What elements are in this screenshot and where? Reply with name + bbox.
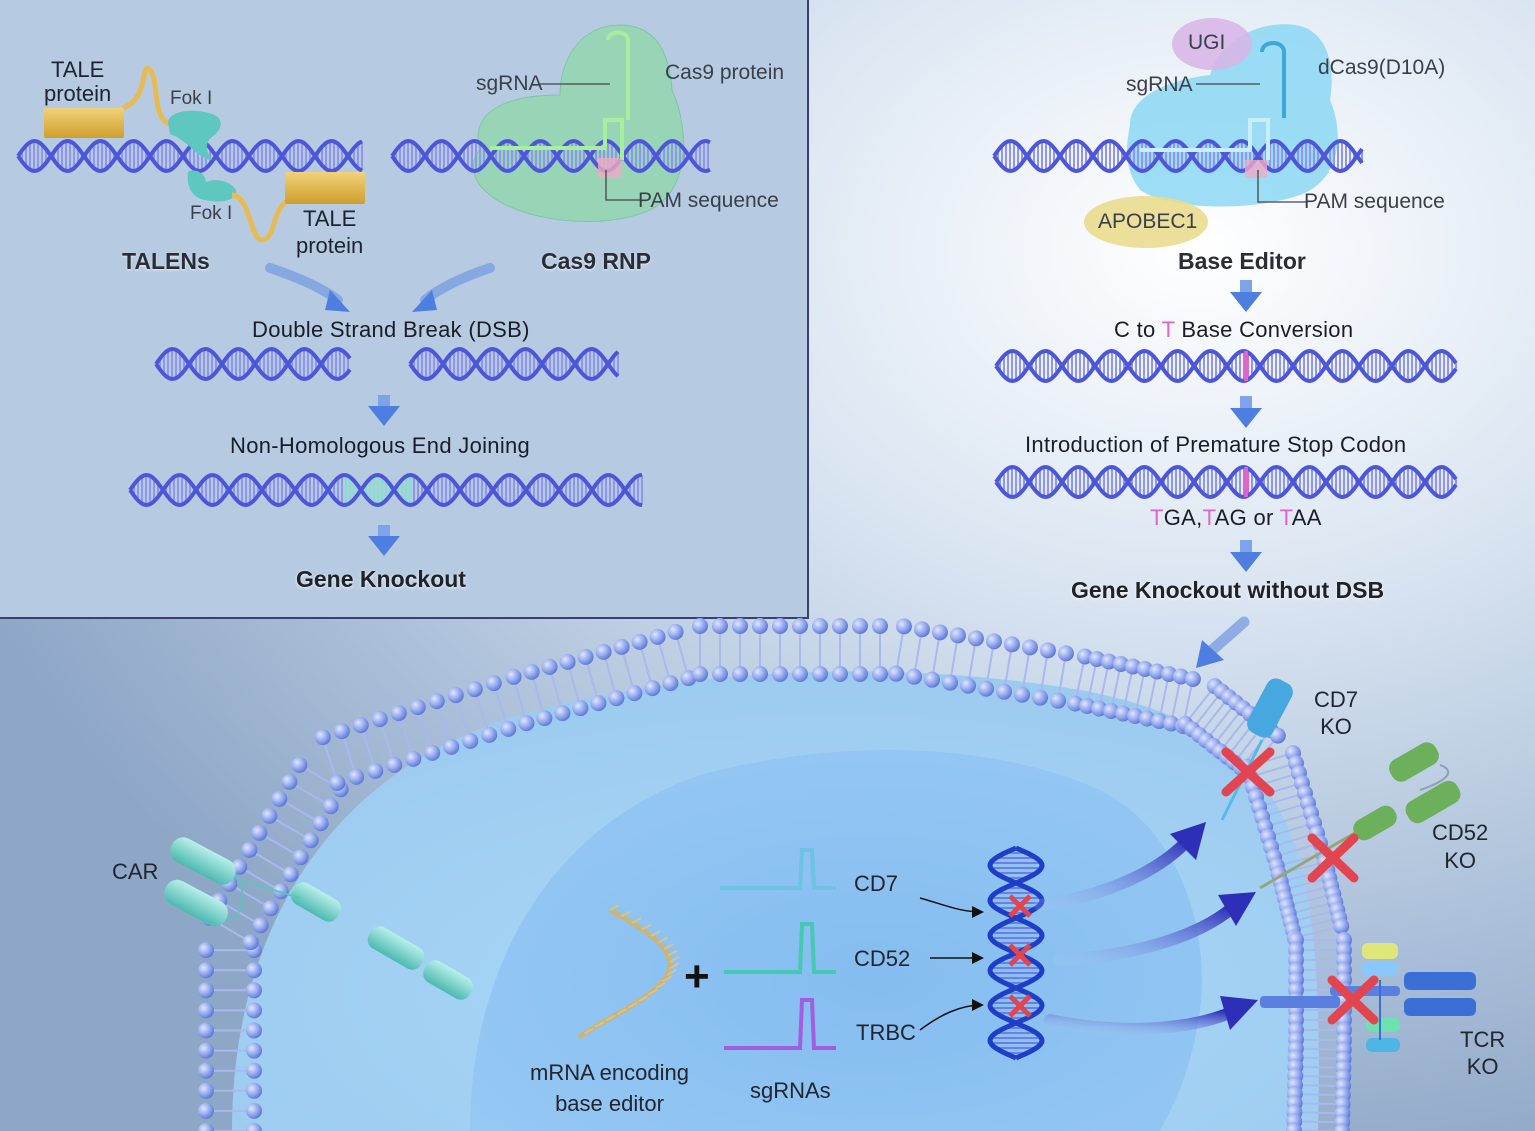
cas9-sgrna-strand [490, 30, 630, 178]
codon-2: AG or [1214, 505, 1280, 530]
cross-cd52 [1307, 833, 1359, 883]
arrow-dsb-to-nhej [368, 395, 400, 426]
mrna-label: mRNA encoding base editor [530, 1060, 689, 1116]
arrow-knockout-to-cell [1196, 616, 1250, 668]
tcr-complex [1260, 943, 1476, 1052]
arrow-cas9-to-dsb [412, 263, 495, 312]
dsb-label: Double Strand Break (DSB) [252, 317, 530, 342]
sgrna-cd7-label: CD7 [854, 871, 899, 896]
be-sgrna-strand [1140, 41, 1286, 178]
arrow-stop-to-knockout [1230, 540, 1262, 572]
sgrna-cd52 [724, 922, 836, 974]
stop-codon-label: Introduction of Premature Stop Codon [1025, 432, 1407, 457]
fok-protein-top [168, 110, 221, 160]
talens-title: TALENs [122, 248, 210, 274]
codon-t2: T [1202, 505, 1215, 530]
cell-membrane [198, 618, 1352, 1131]
cross-tcr [1327, 975, 1379, 1025]
cd52-receptor [1259, 742, 1461, 890]
base-editor-title: Base Editor [1178, 248, 1306, 274]
arrow-to-cd52 [1054, 892, 1256, 966]
be-pam-label: PAM sequence [1304, 190, 1445, 213]
sgrna-trbc-label: TRBC [856, 1020, 916, 1045]
cas9-pam-label: PAM sequence [638, 189, 779, 212]
arrow-nhej-to-knockout [368, 525, 400, 556]
nhej-label: Non-Homologous End Joining [230, 433, 531, 458]
cas9-rnp-title: Cas9 RNP [541, 248, 651, 274]
codon-1: GA, [1163, 505, 1203, 530]
conversion-t: T [1161, 317, 1175, 342]
tale-protein-label-top: TALE protein [44, 57, 112, 106]
codon-label: TGA,TAG or TAA [1150, 505, 1322, 531]
be-sgrna-label: sgRNA [1126, 73, 1193, 96]
car-label: CAR [112, 859, 159, 884]
genomic-dna [987, 845, 1045, 1061]
tale-protein-bottom [231, 172, 365, 243]
dsb-dna-left [154, 346, 352, 382]
sgrnas-label: sgRNAs [750, 1078, 831, 1103]
cas9-sgrna-label: sgRNA [476, 72, 543, 95]
tale-protein-top [44, 65, 176, 138]
nucleus [470, 749, 1202, 1131]
cas9-protein [472, 24, 685, 223]
cd52-ko-label: CD52 KO [1432, 820, 1489, 873]
car-receptor [164, 837, 473, 1000]
tale-protein-label-bottom: TALE protein [296, 206, 364, 258]
arrow-talen-to-dsb [265, 263, 350, 312]
conversion-label: C to T Base Conversion [1114, 317, 1353, 343]
arrow-to-tcr [1044, 996, 1258, 1035]
sgrna-trbc [724, 998, 836, 1050]
sgrna-cd7 [720, 848, 836, 890]
plus-sign: + [684, 952, 710, 1001]
pointer-cd7-head [972, 906, 984, 918]
arrow-to-cd7 [1034, 822, 1206, 911]
stop-codon-dna [994, 464, 1458, 500]
tcr-ko-label: TCR KO [1460, 1027, 1506, 1079]
conversion-pre: C to [1114, 317, 1162, 342]
sgrna-cd52-label: CD52 [854, 946, 911, 971]
fok-label-top: Fok I [170, 88, 213, 109]
base-editor-dna [992, 138, 1364, 174]
codon-t3: T [1279, 505, 1292, 530]
codon-t1: T [1150, 505, 1164, 530]
arrow-conversion-to-stop [1230, 396, 1262, 428]
apobec1-label: APOBEC1 [1098, 210, 1198, 233]
cas9-protein-label: Cas9 protein [665, 61, 785, 84]
fok-label-bottom: Fok I [190, 203, 233, 224]
codon-3: AA [1291, 505, 1322, 530]
ugi-label: UGI [1188, 31, 1226, 54]
arrow-be-to-conversion [1230, 280, 1262, 312]
fok-protein-bottom [187, 170, 237, 202]
conversion-post: Base Conversion [1174, 317, 1354, 342]
gene-knockout-label: Gene Knockout [296, 566, 466, 592]
cd7-ko-label: CD7 KO [1314, 687, 1359, 739]
ugi-protein [1172, 18, 1252, 70]
pointer-trbc-head [972, 999, 984, 1011]
dsb-dna-right [408, 346, 620, 382]
apobec1-protein [1084, 196, 1208, 248]
nhej-dna [128, 472, 643, 508]
pam-leader-right [1257, 170, 1306, 203]
cross-cd7 [1221, 747, 1275, 797]
pam-leader-left [605, 170, 640, 201]
dcas9-label: dCas9(D10A) [1318, 56, 1446, 79]
mrna-strand [577, 904, 680, 1040]
left-panel-bg [0, 0, 809, 619]
knockout-without-dsb-label: Gene Knockout without DSB [1071, 577, 1385, 603]
conversion-dna [994, 348, 1458, 384]
pointer-cd52-head [972, 952, 984, 964]
